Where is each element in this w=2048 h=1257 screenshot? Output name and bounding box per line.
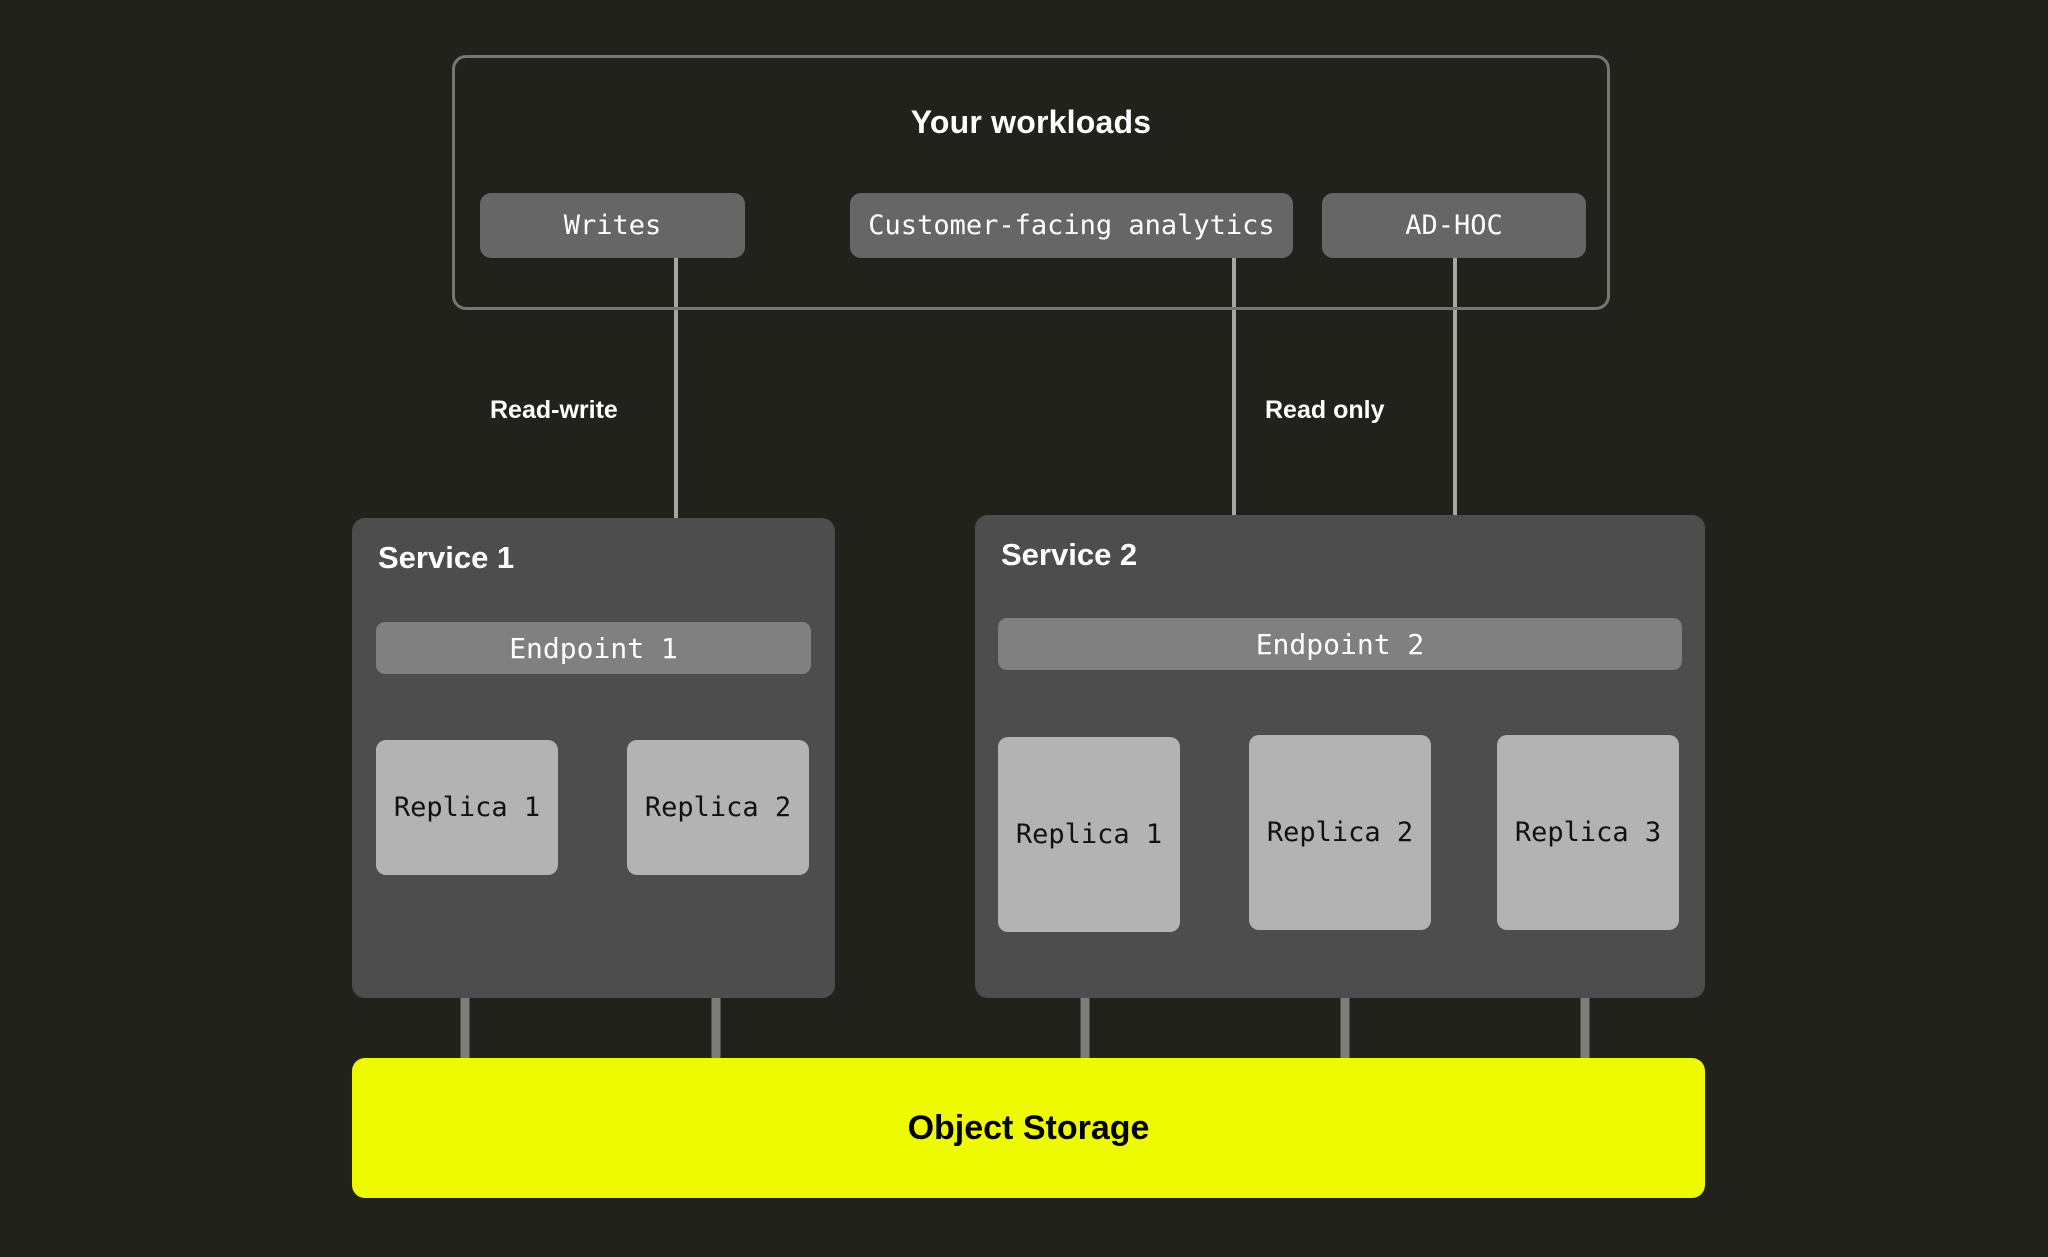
- replica-label: Replica 3: [1514, 817, 1662, 848]
- endpoint-label: Endpoint 2: [1255, 627, 1425, 661]
- workloads-panel: Your workloads: [452, 55, 1610, 310]
- workload-chip-ad-hoc[interactable]: AD-HOC: [1322, 193, 1586, 258]
- workload-chip-writes[interactable]: Writes: [480, 193, 745, 258]
- object-storage-bar[interactable]: Object Storage: [352, 1058, 1705, 1198]
- service1-replica-2[interactable]: Replica 2: [627, 740, 809, 875]
- service2-replica-2[interactable]: Replica 2: [1249, 735, 1431, 930]
- workload-chip-label: Customer-facing analytics: [868, 210, 1275, 241]
- edge-label-read-only: Read only: [1265, 396, 1385, 424]
- replica-label: Replica 1: [393, 792, 541, 823]
- replica-label: Replica 2: [1266, 817, 1414, 848]
- service1-replica-1[interactable]: Replica 1: [376, 740, 558, 875]
- workloads-title: Your workloads: [910, 104, 1152, 140]
- endpoint-label: Endpoint 1: [509, 631, 678, 665]
- service2-replica-1[interactable]: Replica 1: [998, 737, 1180, 932]
- workload-chip-label: AD-HOC: [1405, 210, 1503, 241]
- service2-replica-3[interactable]: Replica 3: [1497, 735, 1679, 930]
- replica-label: Replica 2: [644, 792, 792, 823]
- workload-chip-customer-facing-analytics[interactable]: Customer-facing analytics: [850, 193, 1293, 258]
- service-title: Service 2: [1001, 537, 1138, 572]
- object-storage-label: Object Storage: [907, 1108, 1150, 1147]
- edge-label-read-write: Read-write: [490, 396, 618, 424]
- workload-chip-label: Writes: [563, 210, 662, 241]
- replica-label: Replica 1: [1015, 819, 1163, 850]
- endpoint-1[interactable]: Endpoint 1: [376, 622, 811, 674]
- service-title: Service 1: [378, 540, 515, 575]
- endpoint-2[interactable]: Endpoint 2: [998, 618, 1682, 670]
